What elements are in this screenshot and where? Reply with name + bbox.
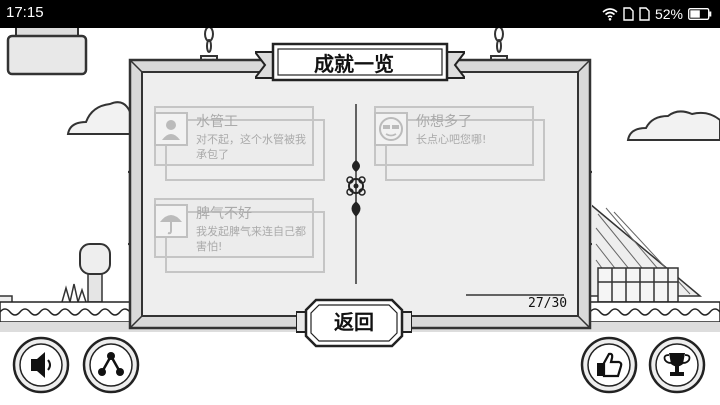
game-scene: 成就一览 水管工 对不起，这个水管被我承包了 你想多了 长点心吧您哪!: [0, 28, 720, 405]
trophy-button[interactable]: [648, 336, 706, 394]
back-button-label: 返回: [334, 310, 374, 334]
status-time: 17:15: [6, 4, 44, 21]
status-icons: 52%: [602, 3, 712, 25]
umbrella-icon: [154, 204, 188, 238]
sim-card-icon: [623, 7, 634, 21]
cloud-sprite-left: [66, 101, 131, 135]
sunglasses-face-icon: [374, 112, 408, 146]
status-bar: 17:15 52%: [0, 0, 720, 28]
fence-sprite: [597, 267, 679, 303]
wifi-icon: [602, 8, 618, 21]
back-button[interactable]: [296, 298, 412, 348]
achievement-desc: 我发起脾气来连自己都害怕!: [196, 225, 306, 253]
share-icon: [98, 352, 124, 376]
pipe-sprite: [6, 28, 88, 76]
ornament-divider-icon: [346, 160, 366, 217]
achievement-title: 脾气不好: [196, 206, 252, 222]
achievement-title: 水管工: [196, 114, 238, 130]
like-button[interactable]: [580, 336, 638, 394]
achievement-card: 脾气不好 我发起脾气来连自己都害怕!: [154, 198, 326, 274]
speaker-icon: [31, 352, 51, 378]
person-icon: [154, 112, 188, 146]
sim-card-icon: [639, 7, 650, 21]
battery-percent: 52%: [654, 6, 683, 22]
trophy-icon: [663, 353, 691, 376]
battery-icon: [688, 8, 712, 20]
panel-title: 成就一览: [314, 52, 394, 76]
tree-sprite: [79, 243, 111, 303]
grass-sprite: [61, 283, 87, 305]
sound-button[interactable]: [12, 336, 70, 394]
achievement-desc: 长点心吧您哪!: [416, 133, 487, 146]
cloud-sprite-right: [626, 110, 720, 141]
achievement-card: 你想多了 长点心吧您哪!: [374, 106, 546, 182]
thumbs-up-icon: [597, 352, 623, 378]
achievement-card: 水管工 对不起，这个水管被我承包了: [154, 106, 326, 182]
achievement-desc: 对不起，这个水管被我承包了: [196, 133, 306, 161]
title-banner: [255, 42, 465, 82]
share-button[interactable]: [82, 336, 140, 394]
achievement-progress: 27/30: [528, 296, 568, 311]
achievement-title: 你想多了: [416, 114, 472, 130]
